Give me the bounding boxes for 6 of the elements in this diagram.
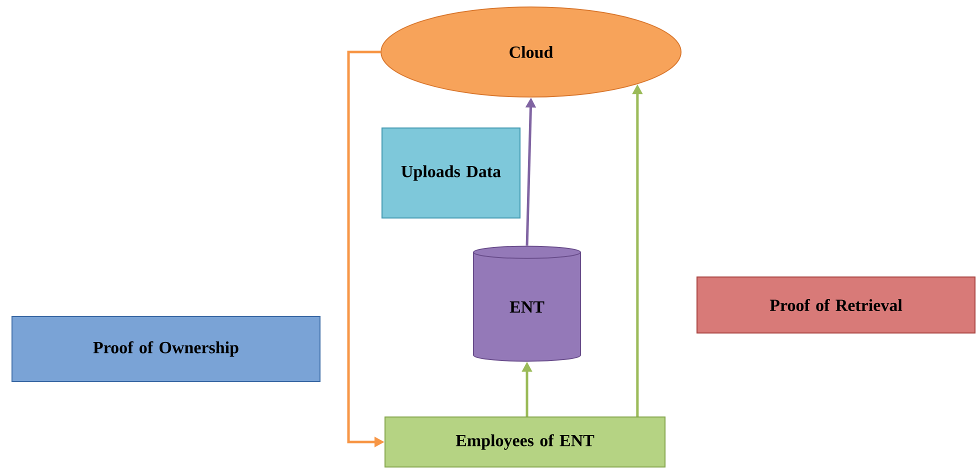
label-box: Proof of Ownership <box>12 316 320 382</box>
database-cylinder: ENT <box>473 246 581 362</box>
ellipse-node: Cloud <box>380 6 682 98</box>
label-box: Proof of Retrieval <box>696 276 976 334</box>
label-box: Employees of ENT <box>384 416 666 468</box>
label-box: Uploads Data <box>382 128 520 218</box>
